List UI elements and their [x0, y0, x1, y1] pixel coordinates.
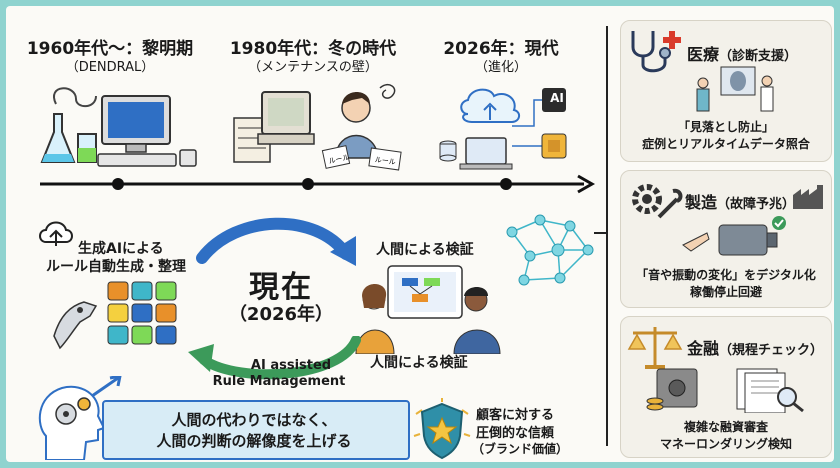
ai-assisted-label: AI assisted — [250, 358, 332, 373]
era-3-subtitle: （進化） — [474, 60, 527, 75]
doctors-review-illustration — [696, 66, 774, 112]
card-manufacturing-line1: 「音や振動の変化」をデジタル化 — [636, 268, 816, 282]
card-finance-line1: 複雑な融資審査 — [683, 420, 768, 434]
now-title: 現在 — [249, 270, 313, 305]
era-3-title: 2026年：現代 — [443, 39, 559, 59]
infographic-canvas: 1960年代〜：黎明期 （DENDRAL） 1980年代：冬の時代 （メンテナン… — [6, 6, 834, 462]
human-verify-label-top: 人間による検証 — [376, 242, 474, 258]
stethoscope-icon — [631, 31, 681, 73]
era-2-title: 1980年代：冬の時代 — [229, 39, 397, 59]
card-medical-title: 医療 — [687, 45, 720, 64]
human-verify-label-bottom: 人間による検証 — [370, 355, 468, 371]
era-2-subtitle: （メンテナンスの壁） — [248, 60, 378, 75]
rule-note-2: ルール — [374, 156, 396, 167]
motor-inspection-illustration — [682, 216, 786, 256]
gen-ai-label-line2: ルール自動生成・整理 — [46, 259, 186, 275]
card-manufacturing-title: 製造 — [685, 193, 718, 212]
card-medical-subtitle: （診断支援） — [719, 49, 798, 64]
robot-hand-blocks-illustration — [53, 281, 177, 350]
card-finance-subtitle: （規程チェック） — [719, 343, 824, 358]
era-1-subtitle: （DENDRAL） — [65, 60, 155, 75]
trust-shield-icon — [413, 398, 471, 460]
card-medical-line1: 「見落とし防止」 — [677, 120, 774, 134]
key-message-banner — [102, 400, 410, 460]
timeline-dot-1980 — [302, 178, 314, 190]
ai-chip-label: AI — [550, 91, 564, 105]
lab-computer-illustration — [40, 87, 197, 167]
timeline-dot-1960 — [112, 178, 124, 190]
timeline-arrow — [40, 174, 596, 194]
section-divider — [606, 26, 608, 446]
divider-tick — [594, 232, 606, 234]
rule-management-label: Rule Management — [212, 374, 346, 389]
maintenance-wall-illustration: ルール ルール — [233, 84, 402, 171]
gen-ai-label-line1: 生成AIによる — [78, 241, 164, 257]
card-medical: 医療（診断支援） 「見落とし防止」 症例とリアルタイムデータ照合 — [620, 20, 832, 162]
card-finance: 金融（規程チェック） 複雑な融資審査 マネーロンダリング検知 — [620, 316, 832, 458]
cloud-upload-icon — [39, 221, 73, 246]
generate-arrow — [196, 217, 356, 266]
card-manufacturing-subtitle: （故障予兆） — [717, 197, 796, 212]
factory-icon — [793, 185, 823, 209]
verify-arrow — [188, 336, 361, 380]
card-manufacturing: 製造（故障予兆） 「音や振動の変化」をデジタル化 稼働停止回避 — [620, 170, 832, 308]
gears-wrench-icon — [632, 184, 683, 219]
human-verification-illustration — [355, 265, 501, 354]
banner-line1: 人間の代わりではなく、 — [171, 411, 337, 429]
now-year: （2026年） — [228, 304, 334, 325]
timeline-dot-2026 — [500, 178, 512, 190]
card-finance-line2: マネーロンダリング検知 — [659, 437, 792, 451]
banner-line2: 人間の判断の解像度を上げる — [156, 432, 352, 450]
trust-line3: （ブランド価値） — [472, 442, 569, 456]
card-manufacturing-line2: 稼働停止回避 — [689, 285, 762, 299]
network-graph-illustration — [506, 214, 594, 286]
card-medical-line2: 症例とリアルタイムデータ照合 — [642, 137, 810, 151]
cloud-ai-illustration — [439, 88, 567, 170]
balance-scale-icon — [627, 327, 683, 369]
era-1-title: 1960年代〜：黎明期 — [26, 39, 194, 59]
card-finance-title: 金融 — [687, 339, 720, 358]
trust-line1: 顧客に対する — [476, 408, 555, 423]
safe-documents-illustration — [646, 368, 804, 413]
trust-line2: 圧倒的な信頼 — [476, 426, 555, 441]
